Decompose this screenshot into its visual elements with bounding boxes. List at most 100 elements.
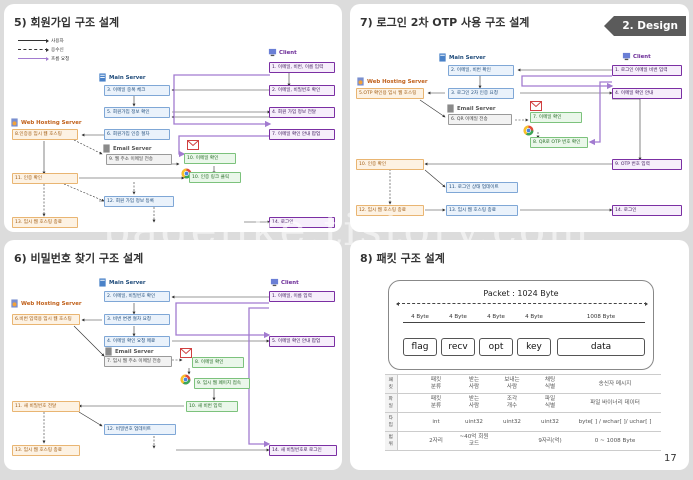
field-data: data [557,338,645,356]
signup-panel: 5) 회원가입 구조 설계 사용자 응수신 흐름 요청 [4,4,342,232]
email-icon [187,140,199,150]
login-title: 7) 로그인 2차 OTP 사용 구조 설계 [360,16,530,29]
purple-arrow-icon [18,56,49,61]
web-hosting-icon [11,299,18,308]
field-recv: recv [441,338,475,356]
main-server-node: Main Server [438,53,486,62]
table-cell: 보내는 사람 [493,374,531,394]
login-step-5: 5.OTP 확인용 임시 웹 호스팅 [356,88,424,99]
table-cell: int [417,412,455,432]
packet-title: 8) 패킷 구조 설계 [360,252,445,265]
client-node: Client [622,52,651,61]
signup-step-8: 8.인증용 임시 웹 호스팅 [12,129,78,140]
table-cell: 9자리(억) [531,431,569,451]
packet-total-label: Packet : 1024 Byte [483,289,559,298]
email-server-node: Email Server [104,347,154,356]
login-step-6: 6. QR 이메일 전송 [448,114,512,125]
field-flag: flag [403,338,437,356]
client-icon [622,52,631,61]
signup-step-1: 1. 이메일, 비번, 이름 입력 [269,62,335,73]
packet-total-span [396,301,648,306]
email-icon [530,101,542,111]
password-step-11: 11. 새 비밀번호 전달 [12,401,80,412]
table-cell: uint32 [531,412,569,432]
email-icon [180,348,192,358]
size-key: 4 Byte [525,314,543,320]
server-icon [439,53,446,62]
signup-step-3: 3. 이메일 중복 체크 [104,85,170,96]
main-server-node: Main Server [98,73,146,82]
email-server-node: Email Server [102,144,152,153]
table-cell: 채팅 식별 [531,374,569,394]
signup-step-11: 11. 인증 확인 [12,173,78,184]
legend: 사용자 응수신 흐름 요청 [18,36,69,63]
table-cell: 2자리 [417,431,455,451]
signup-step-9: 9. 웹 주소 이메일 전송 [106,154,172,165]
password-step-1: 1. 이메일, 이름 입력 [269,291,335,302]
table-cell: 패킷 분류 [417,393,455,413]
table-cell: 받는 사람 [455,374,493,394]
row-spacer [397,412,417,432]
field-opt: opt [479,338,513,356]
row-spacer [397,431,417,451]
table-cell: 조각 개수 [493,393,531,413]
login-flow-lines [388,68,642,212]
login-step-13: 13. 임시 웹 호스팅 종료 [446,205,518,216]
password-step-5: 5. 이메일 확인 안내 팝업 [269,336,335,347]
size-opt: 4 Byte [487,314,505,320]
password-step-7: 7. 임시 웹 주소 이메일 전송 [104,356,172,367]
solid-arrow-icon [18,38,49,43]
size-recv: 4 Byte [449,314,467,320]
password-step-9: 9. 임시 웹 페이지 접속 [194,378,250,389]
packet-diagram: Packet : 1024 Byte 4 Byte 4 Byte 4 Byte … [388,280,654,370]
web-hosting-icon [357,77,364,86]
web-hosting-node: Web Hosting Server [356,77,428,86]
password-step-13: 13. 임시 웹 호스팅 종료 [12,445,80,456]
signup-step-12: 12. 회원 가입 정보 등록 [104,196,174,207]
row-header: 파일 [385,393,398,413]
browser-icon [523,125,534,136]
password-flow-lines [42,295,271,452]
table-cell: 받는 사람 [455,393,493,413]
page-number: 17 [664,453,677,464]
table-cell: 파일 바이너리 데이터 [569,393,661,413]
login-step-10: 10. 인증 확인 [356,159,424,170]
login-step-4: 4. 이메일 확인 안내 [612,88,682,99]
password-step-8: 8. 이메일 확인 [192,357,244,368]
dashed-arrow-icon [18,47,49,52]
table-cell: byte[ ] / wchar[ ]/ uchar[ ] [569,412,661,432]
web-hosting-node: Web Hosting Server [10,299,82,308]
signup-step-6: 6. 회원가입 인증 절차 [104,129,170,140]
table-cell: uint32 [493,412,531,432]
password-step-2: 2. 이메일, 비밀번호 확인 [104,291,170,302]
size-flag: 4 Byte [411,314,429,320]
login-step-2: 2. 이메일, 비번 확인 [448,65,514,76]
password-step-4: 4. 이메일 확인 요청 메료 [104,336,170,347]
field-key: key [517,338,551,356]
signup-step-7: 7. 이메일 확인 안내 팝업 [269,129,335,140]
server-icon [99,278,106,287]
table-cell [493,431,531,451]
browser-icon [180,374,191,385]
row-header: 타입 [385,412,398,432]
row-header: 패킷 [385,374,398,394]
password-step-10: 10. 새 비번 입력 [186,401,238,412]
row-spacer [397,374,417,394]
login-step-12: 12. 임시 웹 호스팅 종료 [356,205,424,216]
client-node: Client [268,48,297,57]
size-data: 1008 Byte [586,314,616,320]
signup-step-4: 4. 회원 가입 정보 전달 [269,107,335,118]
row-header: 범위 [385,431,398,451]
server-icon [99,73,106,82]
web-hosting-icon [11,118,18,127]
signup-step-13: 13. 임시 웹 호스팅 종료 [12,217,78,228]
email-server-node: Email Server [446,104,496,113]
client-node: Client [270,278,299,287]
table-cell: 파일 식별 [531,393,569,413]
signup-step-10a: 10. 이메일 확인 [184,153,236,164]
login-step-7: 7. 이메일 확인 [530,112,582,123]
